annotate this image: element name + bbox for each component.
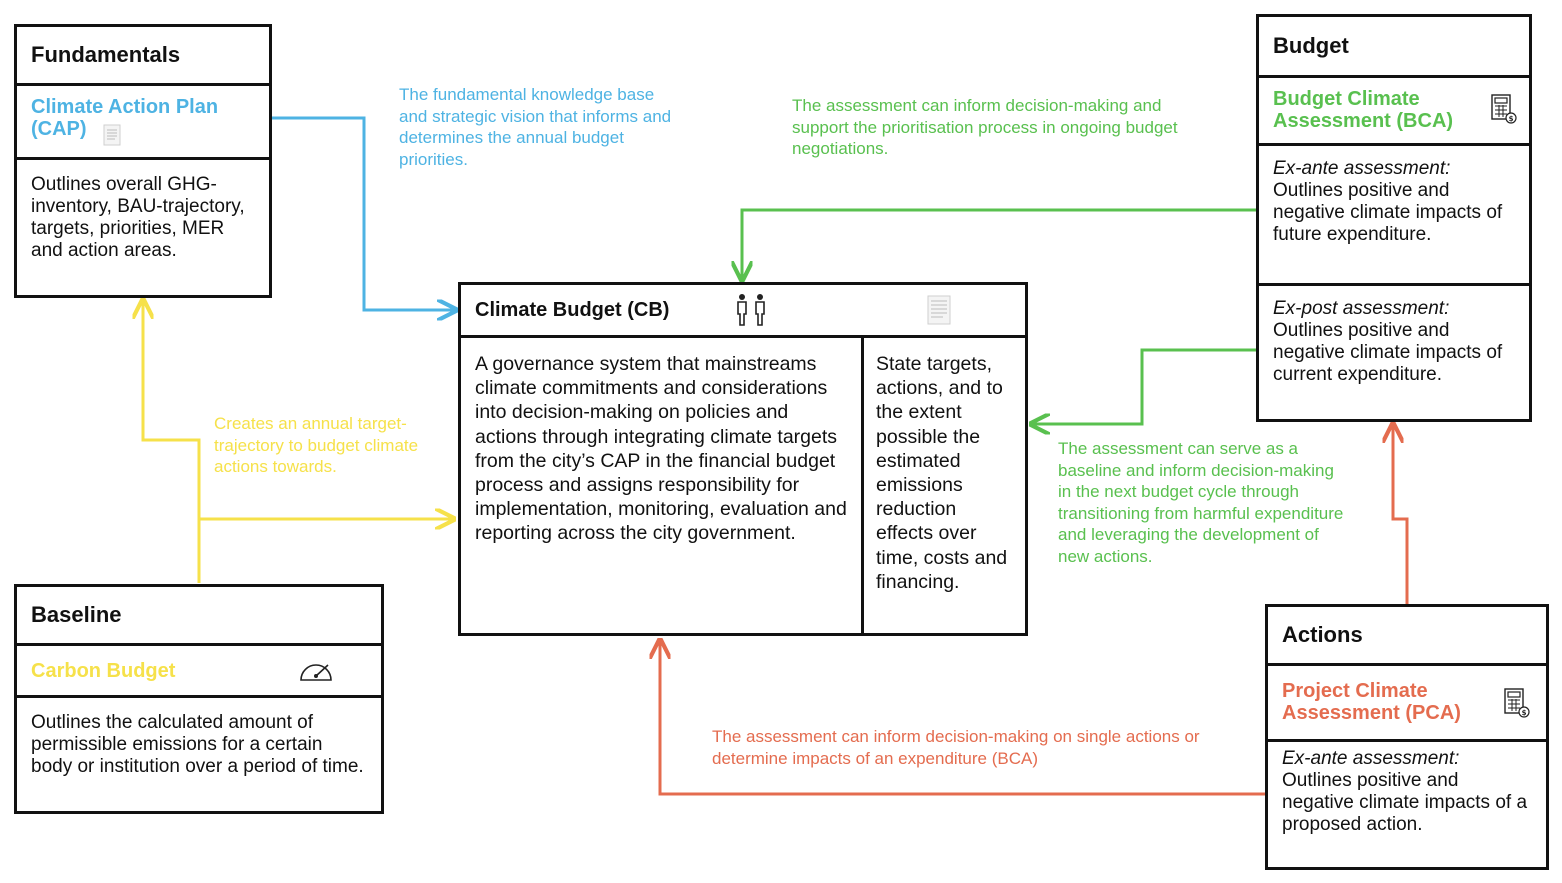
baseline-subtitle: Carbon Budget — [17, 643, 381, 695]
svg-text:$: $ — [1509, 115, 1514, 123]
budget-expost-text: Outlines positive and negative climate i… — [1273, 320, 1503, 385]
document-icon — [927, 295, 951, 331]
note-bca-exante-to-cb: The assessment can inform decision-makin… — [792, 96, 1178, 158]
document-icon — [103, 124, 121, 151]
budget-exante: Ex-ante assessment: Outlines positive an… — [1259, 143, 1529, 283]
fundamentals-subtitle: Climate Action Plan (CAP) — [17, 83, 269, 157]
calculator-icon: $ — [1491, 94, 1517, 129]
connector-bca-to-cb-top — [742, 208, 1258, 280]
svg-text:$: $ — [1522, 709, 1527, 717]
note-pca-to-cb: The assessment can inform decision-makin… — [712, 727, 1200, 768]
climate-budget-description: A governance system that mainstreams cli… — [475, 353, 847, 545]
actions-exante: Ex-ante assessment: Outlines positive an… — [1268, 739, 1546, 867]
actions-subtitle: Project Climate Assessment (PCA) $ — [1268, 663, 1546, 739]
note-baseline-to-cb: Creates an annual target-trajectory to b… — [214, 414, 419, 476]
climate-budget-title: Climate Budget (CB) — [461, 285, 1025, 335]
people-icon — [733, 293, 769, 333]
climate-budget-box: Climate Budget (CB) A governance system … — [458, 282, 1028, 636]
budget-exante-label: Ex-ante assessment: — [1273, 158, 1451, 179]
note-bca-expost-to-cb: The assessment can serve as a baseline a… — [1058, 439, 1344, 566]
calculator-icon: $ — [1504, 688, 1530, 723]
budget-subtitle: Budget Climate Assessment (BCA) $ — [1259, 75, 1529, 143]
climate-budget-side-text: State targets, actions, and to the exten… — [876, 353, 1008, 593]
note-cap-to-cb: The fundamental knowledge base and strat… — [399, 85, 672, 169]
climate-budget-label: Climate Budget (CB) — [475, 298, 670, 321]
fundamentals-description: Outlines overall GHG-inventory, BAU-traj… — [17, 157, 269, 295]
bca-label: Budget Climate Assessment (BCA) — [1273, 88, 1454, 132]
gauge-icon — [297, 658, 335, 689]
fundamentals-title: Fundamentals — [31, 42, 181, 67]
actions-title: Actions — [1282, 622, 1363, 647]
carbon-budget-label: Carbon Budget — [31, 659, 176, 682]
actions-box: Actions Project Climate Assessment (PCA)… — [1265, 604, 1549, 870]
connector-bca-expost-to-cb — [1031, 348, 1258, 424]
connector-pca-to-budget — [1393, 424, 1409, 604]
actions-exante-label: Ex-ante assessment: — [1282, 748, 1460, 769]
baseline-box: Baseline Carbon Budget Outlines the calc… — [14, 584, 384, 814]
climate-budget-divider — [861, 338, 864, 633]
pca-label: Project Climate Assessment (PCA) — [1282, 680, 1461, 724]
budget-expost: Ex-post assessment: Outlines positive an… — [1259, 283, 1529, 419]
budget-exante-text: Outlines positive and negative climate i… — [1273, 180, 1503, 245]
connector-baseline-to-fundamentals — [143, 300, 201, 583]
budget-title: Budget — [1273, 33, 1349, 58]
connector-cap-to-cb — [270, 116, 456, 310]
baseline-description: Outlines the calculated amount of permis… — [17, 695, 381, 811]
cap-label: Climate Action Plan (CAP) — [31, 96, 219, 140]
connector-pca-to-cb — [660, 640, 1266, 796]
climate-budget-body: A governance system that mainstreams cli… — [461, 335, 1025, 633]
budget-box: Budget Budget Climate Assessment (BCA) $… — [1256, 14, 1532, 422]
budget-expost-label: Ex-post assessment: — [1273, 298, 1450, 319]
actions-exante-text: Outlines positive and negative climate i… — [1282, 770, 1528, 835]
fundamentals-box: Fundamentals Climate Action Plan (CAP) O… — [14, 24, 272, 298]
baseline-title: Baseline — [31, 602, 122, 627]
